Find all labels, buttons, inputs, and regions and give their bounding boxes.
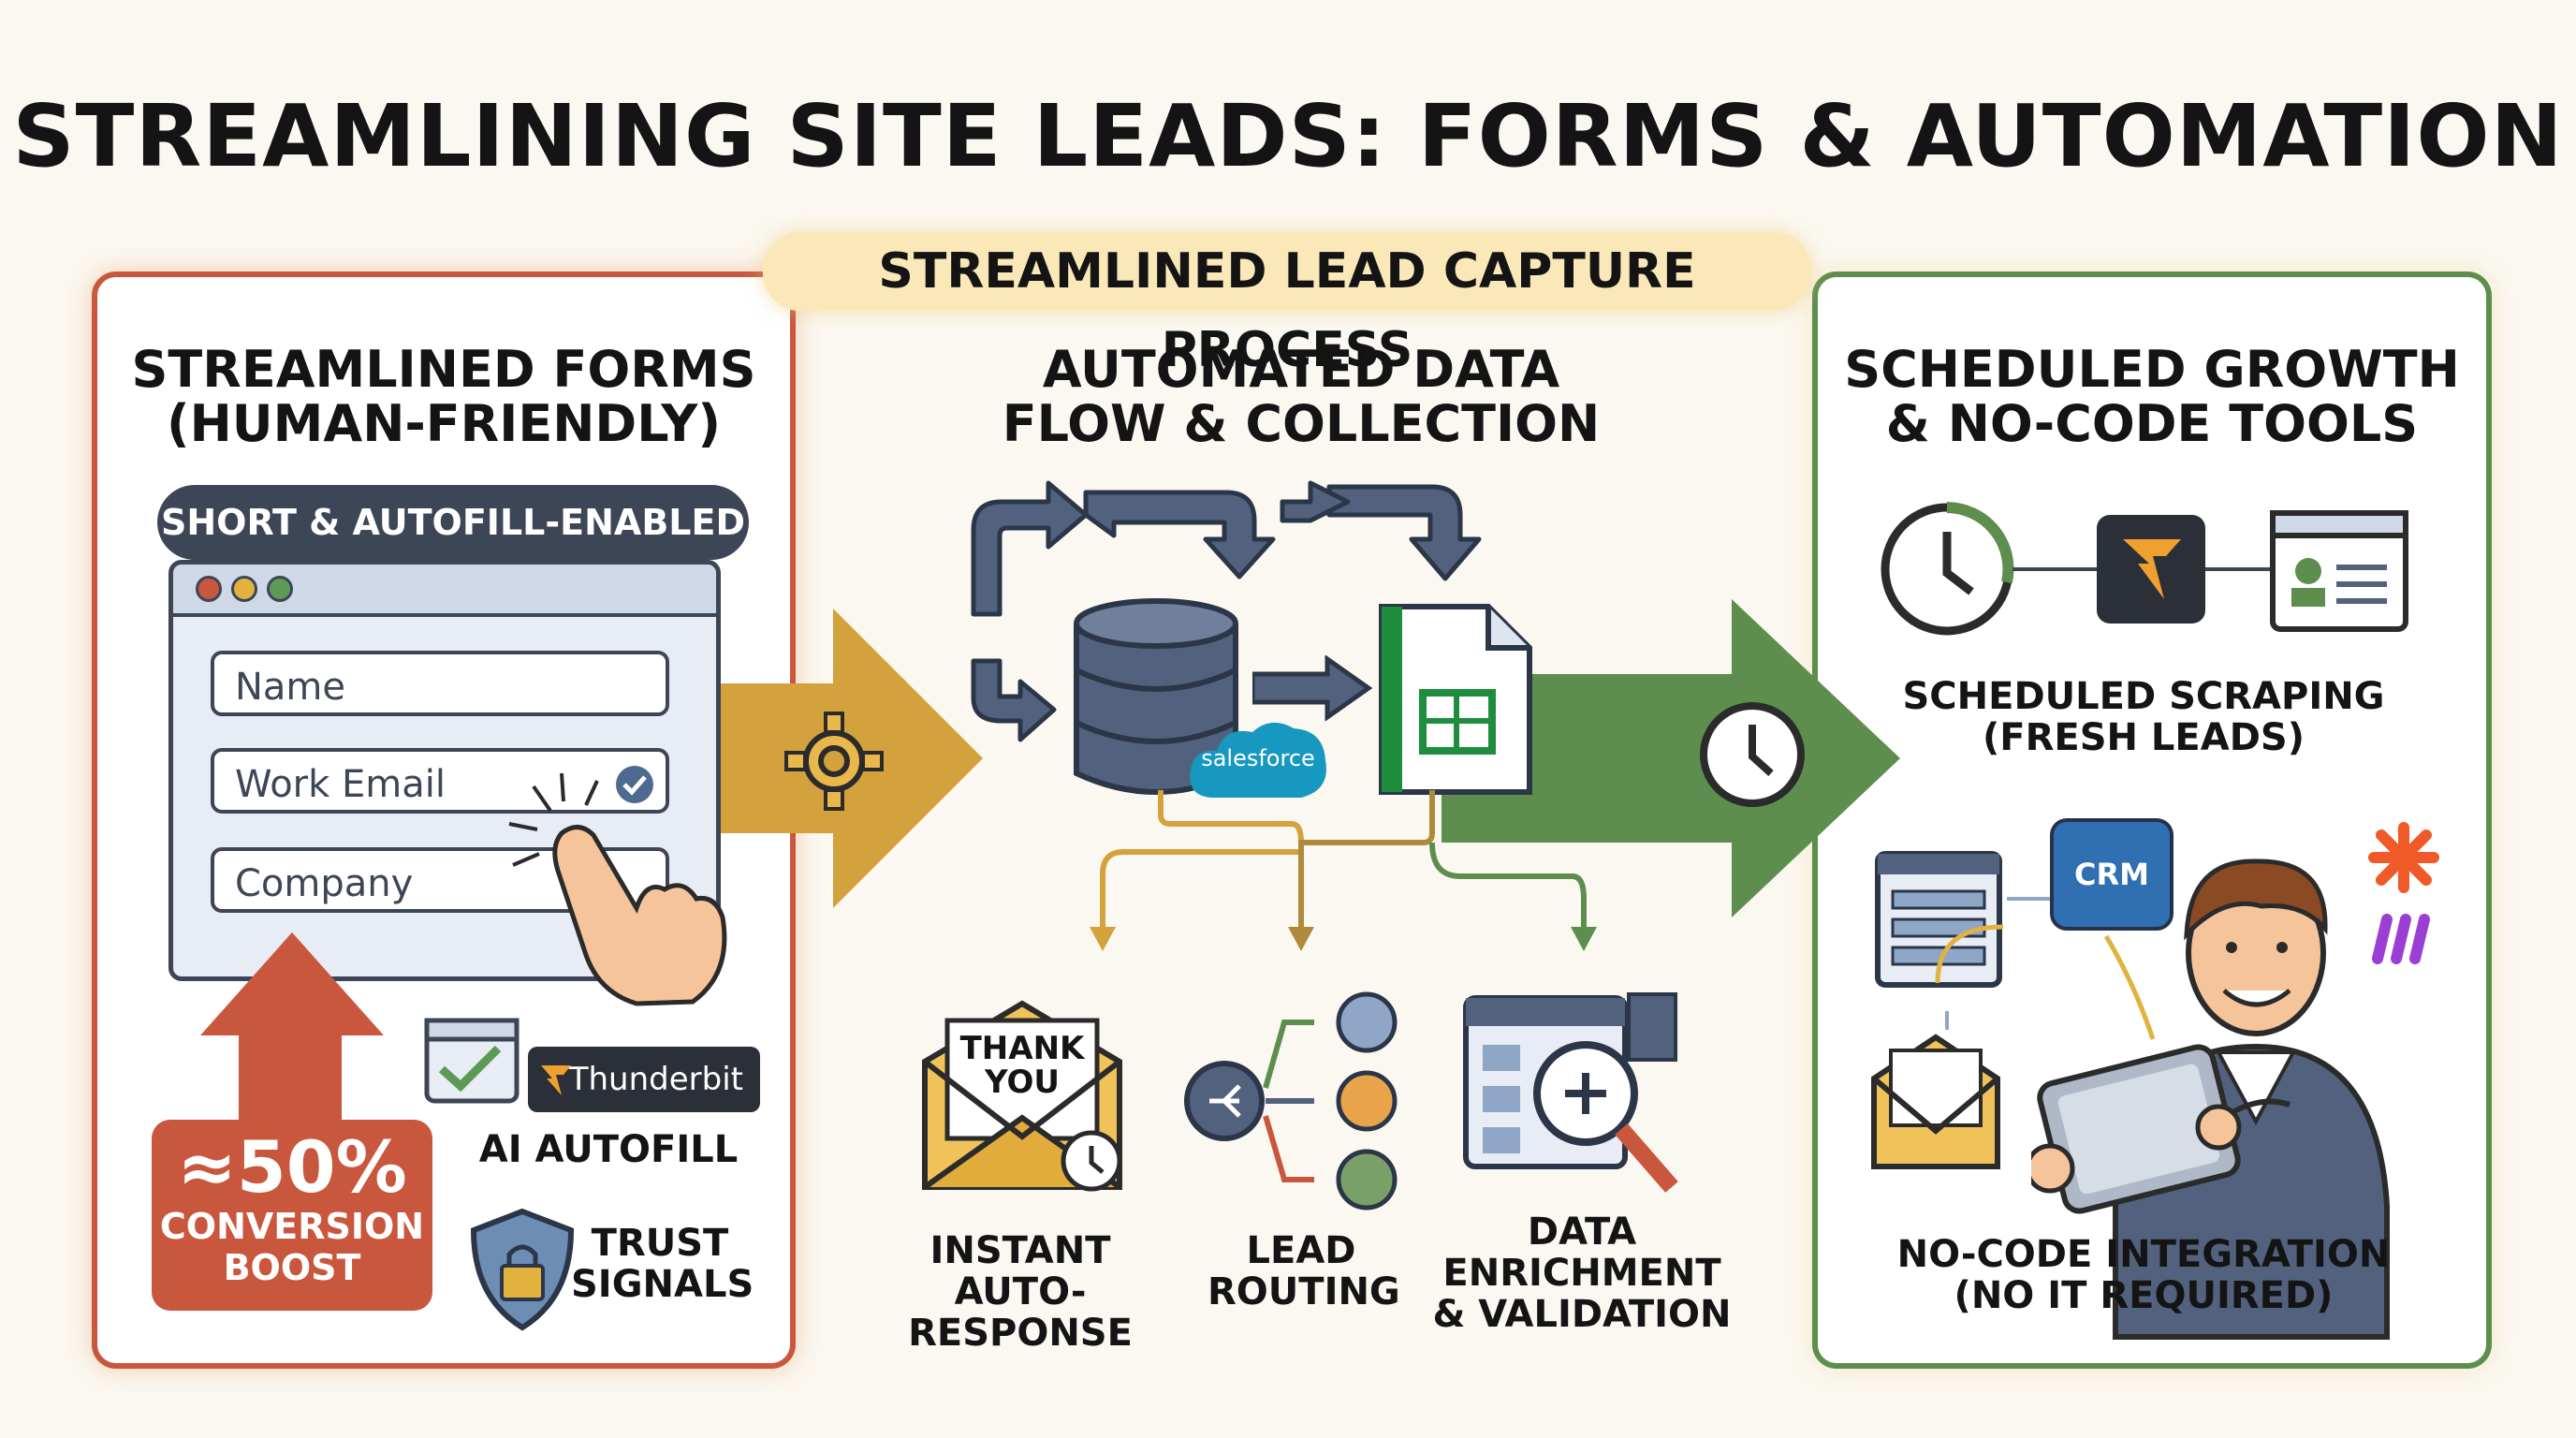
ai-autofill-label: AI AUTOFILL: [478, 1128, 739, 1171]
data-enrichment-label: DATA ENRICHMENT & VALIDATION: [1432, 1211, 1732, 1335]
boost-line2: BOOST: [223, 1247, 361, 1288]
lead-routing-icon: [1184, 991, 1398, 1211]
email-valid-check-icon: [616, 766, 653, 803]
thank-you-line1: THANK: [959, 1030, 1085, 1067]
shield-lock-icon: [470, 1208, 575, 1331]
thunderbit-logo-icon: [541, 1065, 571, 1095]
autofill-pill: SHORT & AUTOFILL-ENABLED: [157, 485, 749, 560]
conversion-boost-box: ≈50% CONVERSION BOOST: [152, 1120, 432, 1311]
thank-you-envelope-icon: [922, 1000, 1122, 1192]
forms-heading: STREAMLINED FORMS (HUMAN-FRIENDLY): [97, 343, 790, 451]
salesforce-logo-icon: [1190, 722, 1326, 798]
forms-heading-line1: STREAMLINED FORMS: [131, 340, 756, 399]
data-enrichment-icon: [1463, 992, 1678, 1193]
data-flow-heading-line1: AUTOMATED DATA: [1042, 340, 1560, 399]
salesforce-label: salesforce: [1201, 745, 1315, 771]
name-field[interactable]: Name: [211, 651, 669, 716]
growth-heading-line2: & NO-CODE TOOLS: [1885, 394, 2419, 453]
clock-icon: [1700, 702, 1805, 807]
purple-m-logo-icon: [2372, 914, 2430, 964]
scraping-line2: (FRESH LEADS): [1982, 716, 2305, 759]
window-minimize-dot: [231, 576, 257, 602]
boost-line1: CONVERSION: [159, 1206, 425, 1247]
db-to-sheet-arrow: [1252, 655, 1373, 721]
boost-value: ≈50%: [177, 1125, 407, 1209]
scheduled-scraping-label: SCHEDULED SCRAPING (FRESH LEADS): [1835, 676, 2452, 758]
auto-response-line2: AUTO-RESPONSE: [908, 1270, 1133, 1355]
enrichment-line3: & VALIDATION: [1432, 1293, 1732, 1336]
page-title: STREAMLINING SITE LEADS: FORMS & AUTOMAT…: [12, 86, 2564, 186]
database-icon: [1074, 598, 1238, 795]
no-code-integration-label: NO-CODE INTEGRATION (NO IT REQUIRED): [1835, 1234, 2452, 1316]
spreadsheet-icon: [1379, 604, 1532, 795]
boost-arrow-shaft: [239, 1032, 342, 1135]
gear-icon: [784, 712, 884, 811]
process-banner: STREAMLINED LEAD CAPTURE PROCESS: [763, 232, 1811, 378]
enrichment-line2: ENRICHMENT: [1442, 1252, 1721, 1295]
data-flow-heading-line2: FLOW & COLLECTION: [1002, 394, 1601, 453]
lead-routing-line1: LEAD: [1246, 1229, 1356, 1272]
window-maximize-dot: [267, 576, 293, 602]
orange-asterisk-logo-icon: [2368, 822, 2439, 893]
lead-routing-line2: ROUTING: [1208, 1270, 1400, 1313]
boost-arrow-head: [200, 932, 384, 1035]
crm-badge: CRM: [2050, 818, 2174, 931]
person-with-tablet-illustration: [2031, 858, 2390, 1340]
mail-envelope-icon: [1871, 1034, 2000, 1169]
lead-routing-label: LEAD ROUTING: [1208, 1229, 1400, 1313]
growth-heading-line1: SCHEDULED GROWTH: [1844, 340, 2460, 399]
thank-you-line2: YOU: [985, 1064, 1060, 1101]
branch-connectors: [1090, 790, 1597, 951]
list-window-icon: [1875, 851, 2002, 988]
growth-heading: SCHEDULED GROWTH & NO-CODE TOOLS: [1818, 343, 2486, 451]
auto-response-line1: INSTANT: [929, 1229, 1111, 1272]
thank-you-text: THANK YOU: [947, 1032, 1097, 1099]
trust-line2: SIGNALS: [571, 1263, 754, 1306]
pointing-hand-icon: [508, 772, 727, 1006]
form-window: Name Work Email Company: [168, 560, 721, 981]
enrichment-line1: DATA: [1527, 1211, 1637, 1254]
scraping-line1: SCHEDULED SCRAPING: [1902, 675, 2385, 718]
auto-response-label: INSTANT AUTO-RESPONSE: [852, 1230, 1189, 1354]
trust-line1: TRUST: [591, 1222, 729, 1265]
window-title-bar: [173, 565, 716, 617]
nocode-line1: NO-CODE INTEGRATION: [1896, 1233, 2391, 1276]
cycle-arrows-icon: [971, 480, 1482, 742]
green-flow-arrow: [1442, 599, 1900, 917]
data-flow-heading: AUTOMATED DATA FLOW & COLLECTION: [973, 343, 1629, 451]
autofill-check-icon: [424, 1018, 520, 1104]
forms-heading-line2: (HUMAN-FRIENDLY): [166, 394, 722, 453]
nocode-line2: (NO IT REQUIRED): [1954, 1274, 2334, 1317]
thunderbit-badge: Thunderbit: [528, 1047, 760, 1112]
trust-signals-label: TRUST SIGNALS: [571, 1222, 754, 1306]
work-email-field[interactable]: Work Email: [211, 748, 669, 814]
scheduled-scraping-icons: [1881, 502, 2408, 636]
window-close-dot: [196, 576, 222, 602]
